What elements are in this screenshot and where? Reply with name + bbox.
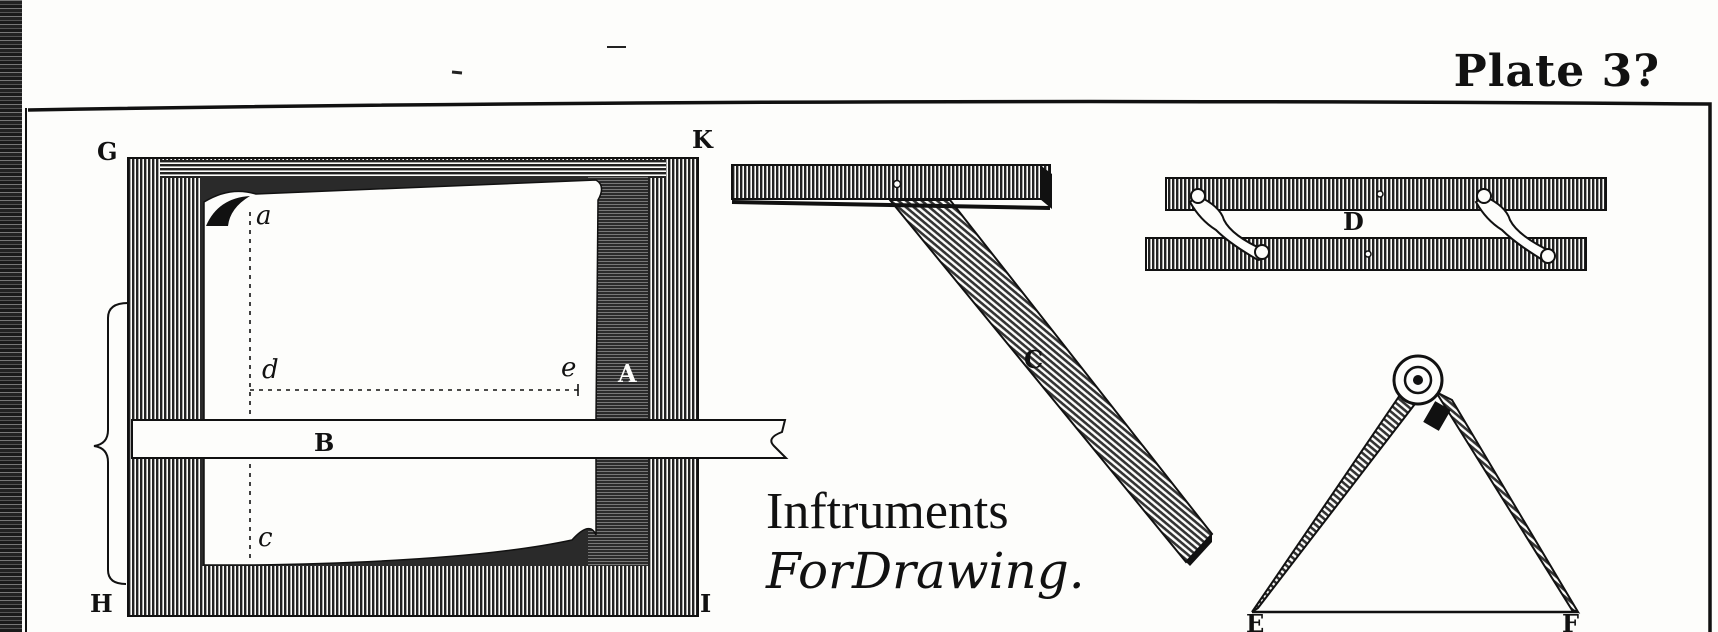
compass-joint-block	[1423, 401, 1451, 431]
compasses-figure	[1251, 354, 1581, 614]
plate-border	[27, 99, 1712, 632]
label-h: H	[90, 589, 113, 618]
ruler-link-left	[1188, 188, 1270, 262]
label-d-point: d	[262, 355, 279, 385]
ruler-link-right	[1474, 188, 1556, 264]
bevel-rivet	[892, 179, 902, 189]
label-k: K	[692, 125, 714, 154]
caption: Inftruments ForDrawing.	[766, 483, 1085, 600]
bevel-figure	[731, 164, 1214, 566]
label-f: F	[1562, 609, 1579, 632]
paper-sheet	[203, 179, 603, 566]
ruler-rivet	[1376, 190, 1384, 198]
label-c: C	[1024, 345, 1043, 374]
label-a-point: a	[256, 201, 272, 231]
label-a-board: A	[617, 359, 637, 388]
ruler-label-gap	[1342, 212, 1366, 232]
ruler-upper	[1165, 177, 1607, 211]
parallel-ruler-figure	[1145, 177, 1607, 271]
paper-curl	[206, 196, 250, 226]
caption-title: Inftruments	[766, 483, 1009, 540]
label-i: I	[700, 589, 711, 618]
compass-pivot	[1413, 375, 1423, 385]
stray-mark	[451, 70, 463, 75]
bevel-stock	[731, 164, 1051, 200]
label-d: D	[1343, 207, 1364, 236]
t-square-blade	[131, 419, 789, 459]
compass-leg-left	[1251, 390, 1420, 613]
compass-leg-right	[1433, 389, 1581, 614]
bevel-stock-end	[1040, 165, 1052, 209]
bevel-stock-shadow	[731, 200, 1051, 210]
ruler-rivet	[1364, 250, 1372, 258]
label-g: G	[97, 137, 118, 166]
drawing-board-figure	[93, 157, 789, 617]
brace-h	[93, 302, 129, 585]
scan-edge-shadow	[0, 0, 22, 632]
label-e: E	[1246, 609, 1264, 632]
label-b: B	[314, 428, 334, 457]
plate-title: Plate 3?	[1453, 46, 1660, 97]
label-e-point: e	[561, 353, 576, 383]
bevel-arm-edge	[1186, 534, 1212, 566]
board-top-edge	[160, 160, 666, 178]
caption-subtitle: ForDrawing.	[766, 542, 1085, 600]
label-c-point: c	[258, 523, 273, 553]
